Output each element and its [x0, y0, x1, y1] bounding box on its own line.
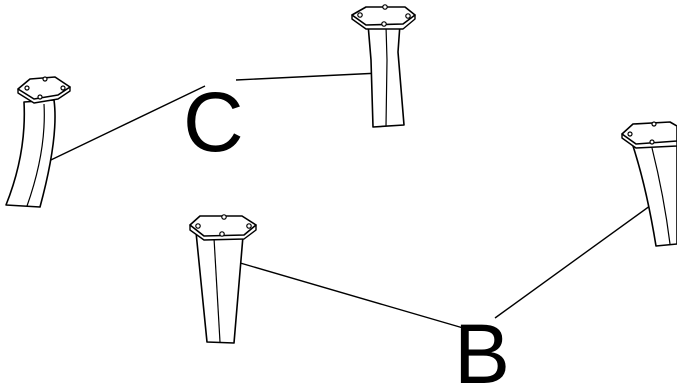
leg-front — [189, 214, 257, 344]
leg-left-body — [5, 99, 56, 208]
leg-right-bolt — [649, 139, 655, 145]
leg-top-center-bolt — [381, 21, 387, 27]
leg-top-center-bolt — [357, 12, 363, 18]
leg-top-center-plate-top — [351, 6, 416, 26]
leg-left-edge — [26, 103, 45, 207]
leg-right-plate-top — [621, 121, 677, 145]
leg-top-center — [351, 4, 416, 128]
leg-right-bolt — [651, 121, 657, 127]
leg-right — [621, 121, 677, 247]
leg-front-bolt — [221, 214, 227, 220]
leg-front-bolt — [246, 223, 252, 229]
leader-c-to-top-leg — [235, 72, 381, 81]
leg-top-center-bolt — [382, 4, 388, 10]
leg-top-center-edge — [385, 25, 388, 127]
leg-front-plate-top — [189, 215, 257, 237]
leg-right-bolt — [627, 131, 633, 137]
leg-left-bolt — [24, 85, 30, 91]
leg-left-bolt — [42, 76, 48, 82]
leg-front-bolt — [219, 231, 225, 237]
leg-right-body — [632, 143, 677, 247]
leg-left-plate-top — [17, 76, 71, 100]
leader-lines — [29, 72, 666, 331]
leg-front-bolt — [195, 223, 201, 229]
leader-b-to-front-leg — [229, 259, 471, 331]
leader-c-to-left-leg — [29, 85, 206, 171]
leg-left — [5, 76, 71, 208]
leg-right-edge — [651, 147, 671, 245]
label-b: B — [454, 307, 510, 386]
leg-front-edge — [213, 237, 221, 343]
label-c: C — [183, 75, 244, 169]
leg-left-bolt — [37, 94, 43, 100]
leg-top-center-bolt — [405, 13, 411, 19]
leader-b-to-right-leg — [494, 194, 666, 319]
leg-left-bolt — [60, 85, 66, 91]
